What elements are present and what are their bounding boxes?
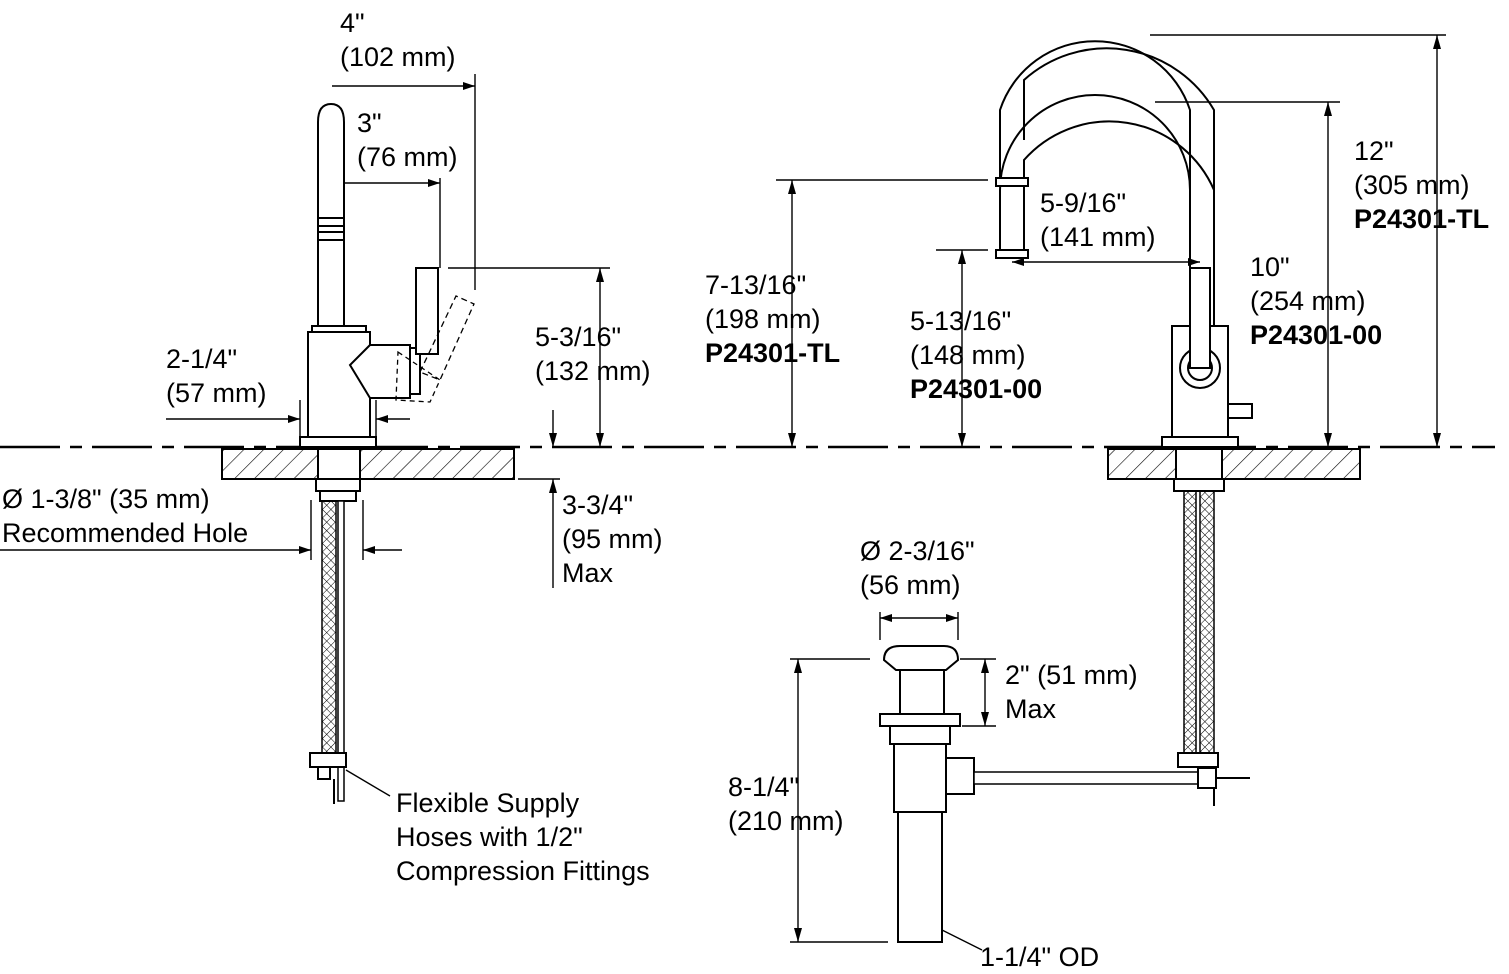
side-height-mm: (102 mm) <box>340 42 456 72</box>
handle-height-mm: (132 mm) <box>535 356 651 386</box>
spout-reach-label: 3" (76 mm) <box>357 106 458 174</box>
countertop-section-left <box>221 448 515 480</box>
tl-spout-in: 7-13/16" <box>705 270 807 300</box>
countertop-section-right <box>1107 448 1361 480</box>
deck-thickness-in: 3-3/4" <box>562 490 634 520</box>
hoses-label: Flexible Supply Hoses with 1/2" Compress… <box>396 786 650 888</box>
std-total-in: 10" <box>1250 252 1290 282</box>
side-height-label: 4" (102 mm) <box>340 6 456 74</box>
deck-thickness-max: Max <box>562 558 614 588</box>
hole-label: Ø 1-3/8" (35 mm) Recommended Hole <box>2 482 248 550</box>
drain-dimensions <box>790 612 996 951</box>
drain-diameter-label: Ø 2-3/16" (56 mm) <box>860 534 975 602</box>
drain-max-in: 2" (51 mm) <box>1005 660 1138 690</box>
hoses-line2: Hoses with 1/2" <box>396 822 583 852</box>
tl-spout-mm: (198 mm) <box>705 304 821 334</box>
hole-note: Recommended Hole <box>2 518 249 548</box>
standard-spout-arc <box>999 94 1191 326</box>
front-reach-mm: (141 mm) <box>1040 222 1156 252</box>
tl-total-model: P24301-TL <box>1354 204 1490 234</box>
tailpiece <box>897 811 943 943</box>
tl-total-label: 12" (305 mm) P24301-TL <box>1354 134 1489 236</box>
tl-total-mm: (305 mm) <box>1354 170 1470 200</box>
side-height-in: 4" <box>340 8 365 38</box>
std-total-label: 10" (254 mm) P24301-00 <box>1250 250 1382 352</box>
base-width-in: 2-1/4" <box>166 344 238 374</box>
front-view-dimensions <box>776 34 1446 447</box>
std-spout-in: 5-13/16" <box>910 306 1012 336</box>
base-width-label: 2-1/4" (57 mm) <box>166 342 267 410</box>
drain-length-mm: (210 mm) <box>728 806 844 836</box>
tl-spout-label: 7-13/16" (198 mm) P24301-TL <box>705 268 840 370</box>
drain-max-note: Max <box>1005 694 1057 724</box>
side-view-faucet <box>221 102 515 804</box>
deck-thickness-mm: (95 mm) <box>562 524 663 554</box>
tl-total-in: 12" <box>1354 136 1394 166</box>
pop-up-drain <box>879 645 1250 943</box>
deck-thickness-label: 3-3/4" (95 mm) Max <box>562 488 663 590</box>
spout-reach-in: 3" <box>357 108 382 138</box>
drain-diameter-mm: (56 mm) <box>860 570 961 600</box>
front-view-faucet <box>995 40 1361 806</box>
tailpiece-od-label: 1-1/4" OD <box>980 940 1099 974</box>
front-reach-in: 5-9/16" <box>1040 188 1127 218</box>
std-total-mm: (254 mm) <box>1250 286 1366 316</box>
hoses-line1: Flexible Supply <box>396 788 580 818</box>
std-spout-model: P24301-00 <box>910 374 1043 404</box>
drain-length-label: 8-1/4" (210 mm) <box>728 770 844 838</box>
std-spout-mm: (148 mm) <box>910 340 1026 370</box>
std-spout-label: 5-13/16" (148 mm) P24301-00 <box>910 304 1042 406</box>
std-total-model: P24301-00 <box>1250 320 1383 350</box>
spout-reach-mm: (76 mm) <box>357 142 458 172</box>
front-reach-label: 5-9/16" (141 mm) <box>1040 186 1156 254</box>
side-view-dimensions <box>0 74 610 797</box>
tall-spout-arc <box>999 40 1191 326</box>
handle-height-label: 5-3/16" (132 mm) <box>535 320 651 388</box>
base-width-mm: (57 mm) <box>166 378 267 408</box>
supply-hose-left <box>321 500 337 754</box>
handle-height-in: 5-3/16" <box>535 322 622 352</box>
supply-hose-right <box>1183 490 1197 754</box>
drain-max-label: 2" (51 mm) Max <box>1005 658 1138 726</box>
drain-length-in: 8-1/4" <box>728 772 800 802</box>
hoses-line3: Compression Fittings <box>396 856 650 886</box>
tailpiece-od: 1-1/4" OD <box>980 942 1100 972</box>
tl-spout-model: P24301-TL <box>705 338 841 368</box>
drain-diameter-in: Ø 2-3/16" <box>860 536 975 566</box>
hole-diameter: Ø 1-3/8" (35 mm) <box>2 484 210 514</box>
